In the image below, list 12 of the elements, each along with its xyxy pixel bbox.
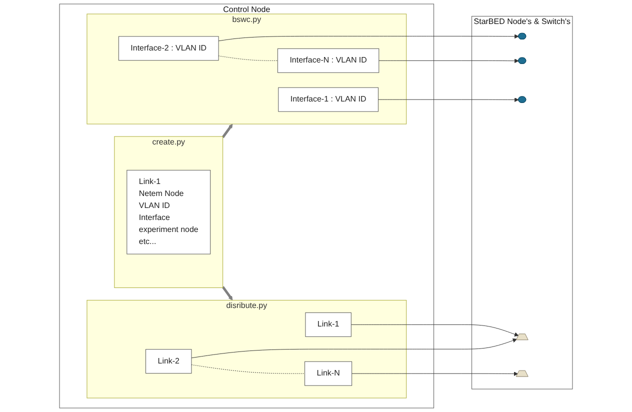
node-server [516, 334, 528, 340]
arrow [378, 98, 519, 102]
connector [191, 364, 306, 374]
arrow [350, 324, 519, 336]
node-server [516, 370, 528, 377]
arrow [222, 286, 233, 300]
arrow [218, 34, 519, 42]
arrow [352, 372, 518, 376]
arrow [378, 58, 519, 64]
arrow [222, 124, 233, 138]
arrow [191, 338, 518, 358]
connector [218, 56, 278, 61]
